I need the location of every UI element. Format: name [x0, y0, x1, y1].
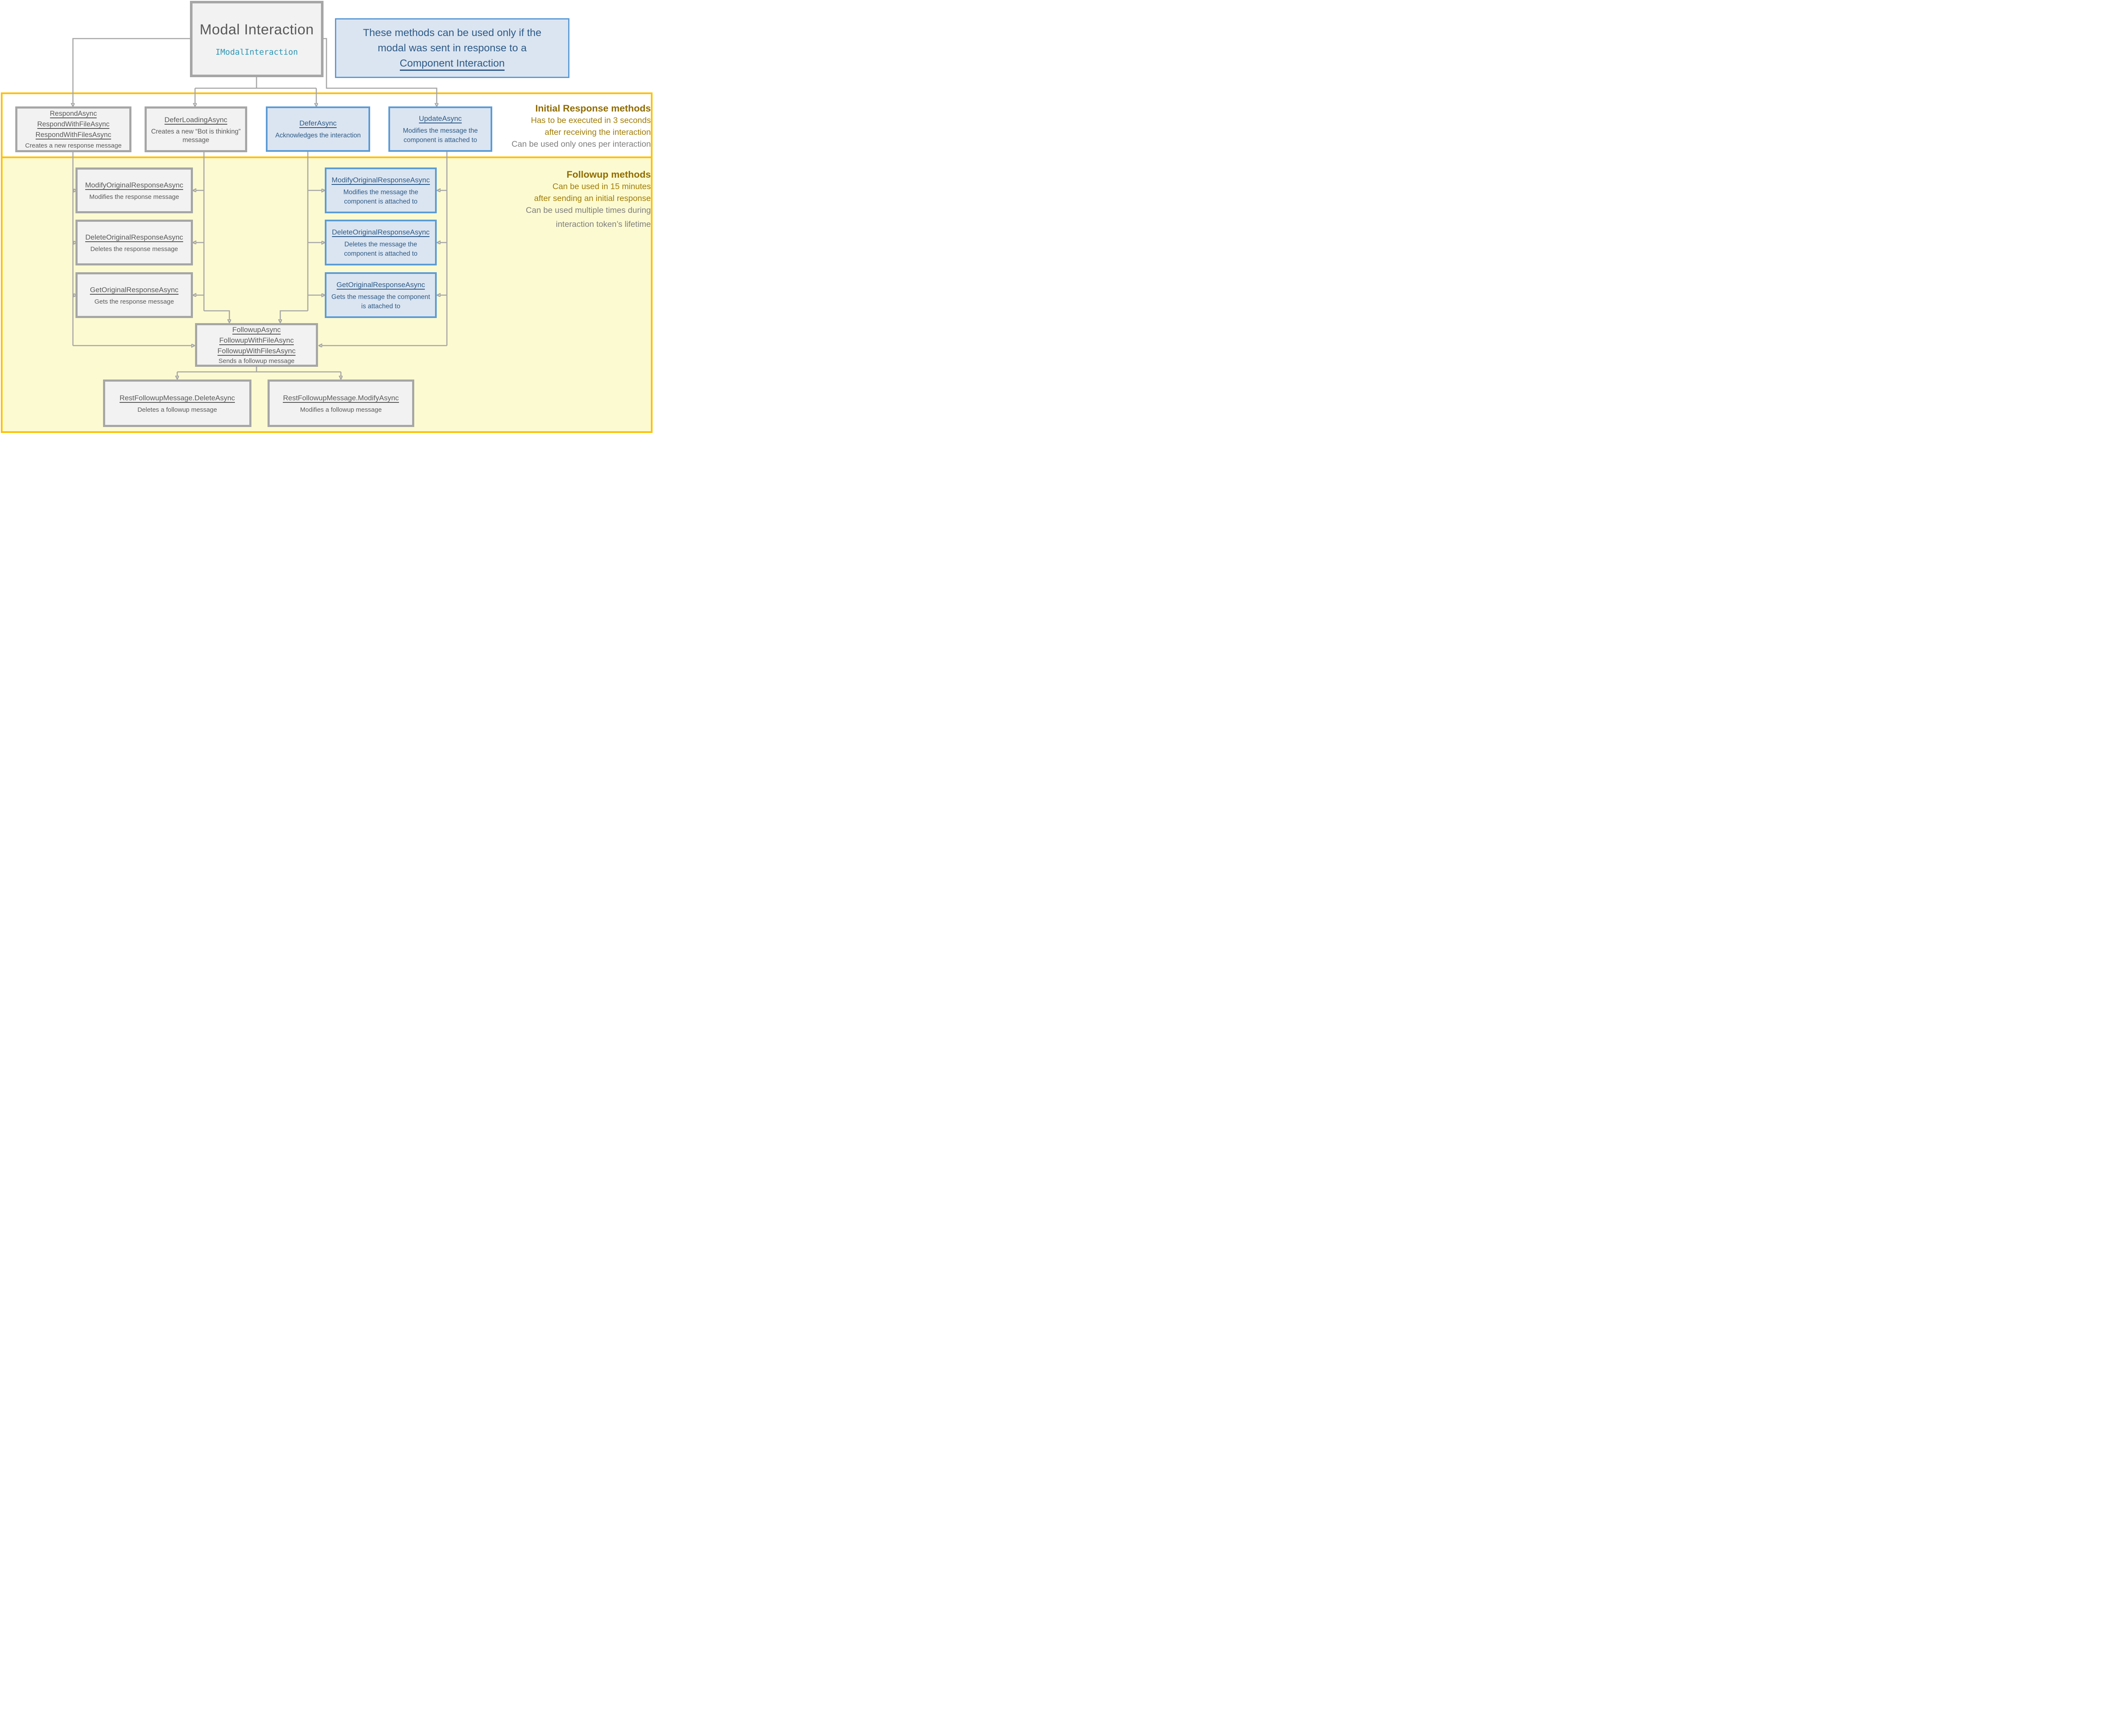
get-original-response-link[interactable]: GetOriginalResponseAsync [90, 285, 179, 295]
defer-async-link[interactable]: DeferAsync [299, 119, 337, 128]
followup-label: Followup methods Can be used in 15 minut… [526, 169, 651, 230]
connector-lines [0, 38, 448, 434]
method-description: Creates a new “Bot is thinking” message [151, 128, 241, 144]
method-line: FollowupWithFileAsync [219, 335, 294, 346]
followup-rule: Can be used multiple times during [526, 206, 651, 215]
method-line: RespondWithFilesAsync [35, 130, 112, 140]
followup-async-link[interactable]: FollowupAsync [232, 326, 281, 335]
method-description: Gets the response message [94, 298, 174, 305]
method-description: Gets the message the component is attach… [331, 293, 430, 310]
method-description: Deletes a followup message [137, 406, 217, 413]
followup-rule: interaction token’s lifetime [555, 220, 651, 229]
defer-async-box: DeferAsync Acknowledges the interaction [266, 106, 370, 152]
followup-rule: after sending an initial response [534, 194, 651, 203]
method-description: Modifies the message the component is at… [403, 127, 478, 144]
get-original-response-box: GetOriginalResponseAsync Gets the respon… [75, 272, 193, 318]
modify-original-response-component-box: ModifyOriginalResponseAsync Modifies the… [325, 167, 437, 213]
defer-loading-async-box: DeferLoadingAsync Creates a new “Bot is … [145, 106, 247, 152]
method-line: RestFollowupMessage.ModifyAsync [283, 393, 399, 404]
rest-followup-modify-link[interactable]: RestFollowupMessage.ModifyAsync [283, 394, 399, 403]
method-line: FollowupAsync [232, 324, 281, 335]
method-line: DeferLoadingAsync [164, 114, 228, 126]
component-interaction-note: These methods can be used only if the mo… [335, 18, 569, 78]
respond-with-file-async-link[interactable]: RespondWithFileAsync [37, 120, 110, 129]
method-line: DeleteOriginalResponseAsync [85, 232, 183, 243]
note-line: Component Interaction [399, 56, 505, 71]
method-description: Acknowledges the interaction [275, 132, 361, 139]
respond-async-box: RespondAsync RespondWithFileAsync Respon… [15, 106, 131, 152]
initial-rule: Can be used only ones per interaction [511, 140, 651, 149]
get-original-response-component-link[interactable]: GetOriginalResponseAsync [336, 280, 425, 290]
method-line: FollowupWithFilesAsync [217, 346, 296, 356]
diagram-canvas: Modal Interaction IModalInteraction Thes… [0, 0, 653, 434]
get-original-response-component-box: GetOriginalResponseAsync Gets the messag… [325, 272, 437, 318]
method-description: Sends a followup message [218, 357, 295, 365]
followup-async-box: FollowupAsync FollowupWithFileAsync Foll… [195, 323, 318, 367]
method-line: DeleteOriginalResponseAsync [332, 227, 430, 238]
followup-with-files-async-link[interactable]: FollowupWithFilesAsync [217, 347, 296, 356]
delete-original-response-component-box: DeleteOriginalResponseAsync Deletes the … [325, 220, 437, 265]
modify-original-response-link[interactable]: ModifyOriginalResponseAsync [85, 181, 184, 190]
method-line: ModifyOriginalResponseAsync [332, 175, 430, 186]
method-line: GetOriginalResponseAsync [90, 285, 179, 296]
method-line: RespondAsync [50, 109, 97, 119]
modify-original-response-component-link[interactable]: ModifyOriginalResponseAsync [332, 176, 430, 185]
initial-response-heading: Initial Response methods [535, 103, 651, 114]
rest-followup-delete-link[interactable]: RestFollowupMessage.DeleteAsync [119, 394, 235, 403]
method-description: Deletes the response message [90, 245, 178, 253]
update-async-link[interactable]: UpdateAsync [418, 114, 462, 123]
initial-response-label: Initial Response methods Has to be execu… [512, 103, 651, 150]
modify-original-response-box: ModifyOriginalResponseAsync Modifies the… [75, 167, 193, 213]
method-description: Modifies a followup message [300, 406, 382, 413]
modal-interaction-box: Modal Interaction IModalInteraction [190, 1, 324, 77]
delete-original-response-component-link[interactable]: DeleteOriginalResponseAsync [332, 228, 430, 237]
method-line: DeferAsync [299, 118, 337, 129]
method-description: Modifies the message the component is at… [343, 188, 418, 205]
method-line: ModifyOriginalResponseAsync [85, 180, 184, 191]
followup-heading: Followup methods [566, 169, 651, 180]
component-interaction-link[interactable]: Component Interaction [399, 57, 505, 71]
defer-loading-async-link[interactable]: DeferLoadingAsync [164, 115, 228, 125]
respond-async-link[interactable]: RespondAsync [50, 110, 97, 118]
delete-original-response-box: DeleteOriginalResponseAsync Deletes the … [75, 220, 193, 265]
followup-with-file-async-link[interactable]: FollowupWithFileAsync [219, 336, 294, 345]
initial-rule: after receiving the interaction [544, 128, 651, 137]
note-line: modal was sent in response to a [377, 42, 527, 54]
method-line: UpdateAsync [418, 113, 462, 124]
delete-original-response-link[interactable]: DeleteOriginalResponseAsync [85, 233, 183, 242]
note-line: These methods can be used only if the [363, 27, 541, 39]
followup-rule: Can be used in 15 minutes [552, 182, 651, 191]
rest-followup-modify-box: RestFollowupMessage.ModifyAsync Modifies… [268, 380, 414, 427]
method-line: RestFollowupMessage.DeleteAsync [119, 393, 235, 404]
method-line: GetOriginalResponseAsync [336, 279, 425, 290]
method-description: Creates a new response message [25, 142, 122, 149]
interface-name: IModalInteraction [215, 47, 298, 57]
method-description: Deletes the message the component is att… [344, 240, 418, 257]
page-title: Modal Interaction [199, 21, 314, 38]
method-description: Modifies the response message [89, 193, 179, 201]
respond-with-files-async-link[interactable]: RespondWithFilesAsync [35, 131, 112, 140]
method-line: RespondWithFileAsync [37, 119, 110, 130]
update-async-box: UpdateAsync Modifies the message the com… [388, 106, 492, 152]
initial-rule: Has to be executed in 3 seconds [531, 116, 651, 125]
rest-followup-delete-box: RestFollowupMessage.DeleteAsync Deletes … [103, 380, 251, 427]
